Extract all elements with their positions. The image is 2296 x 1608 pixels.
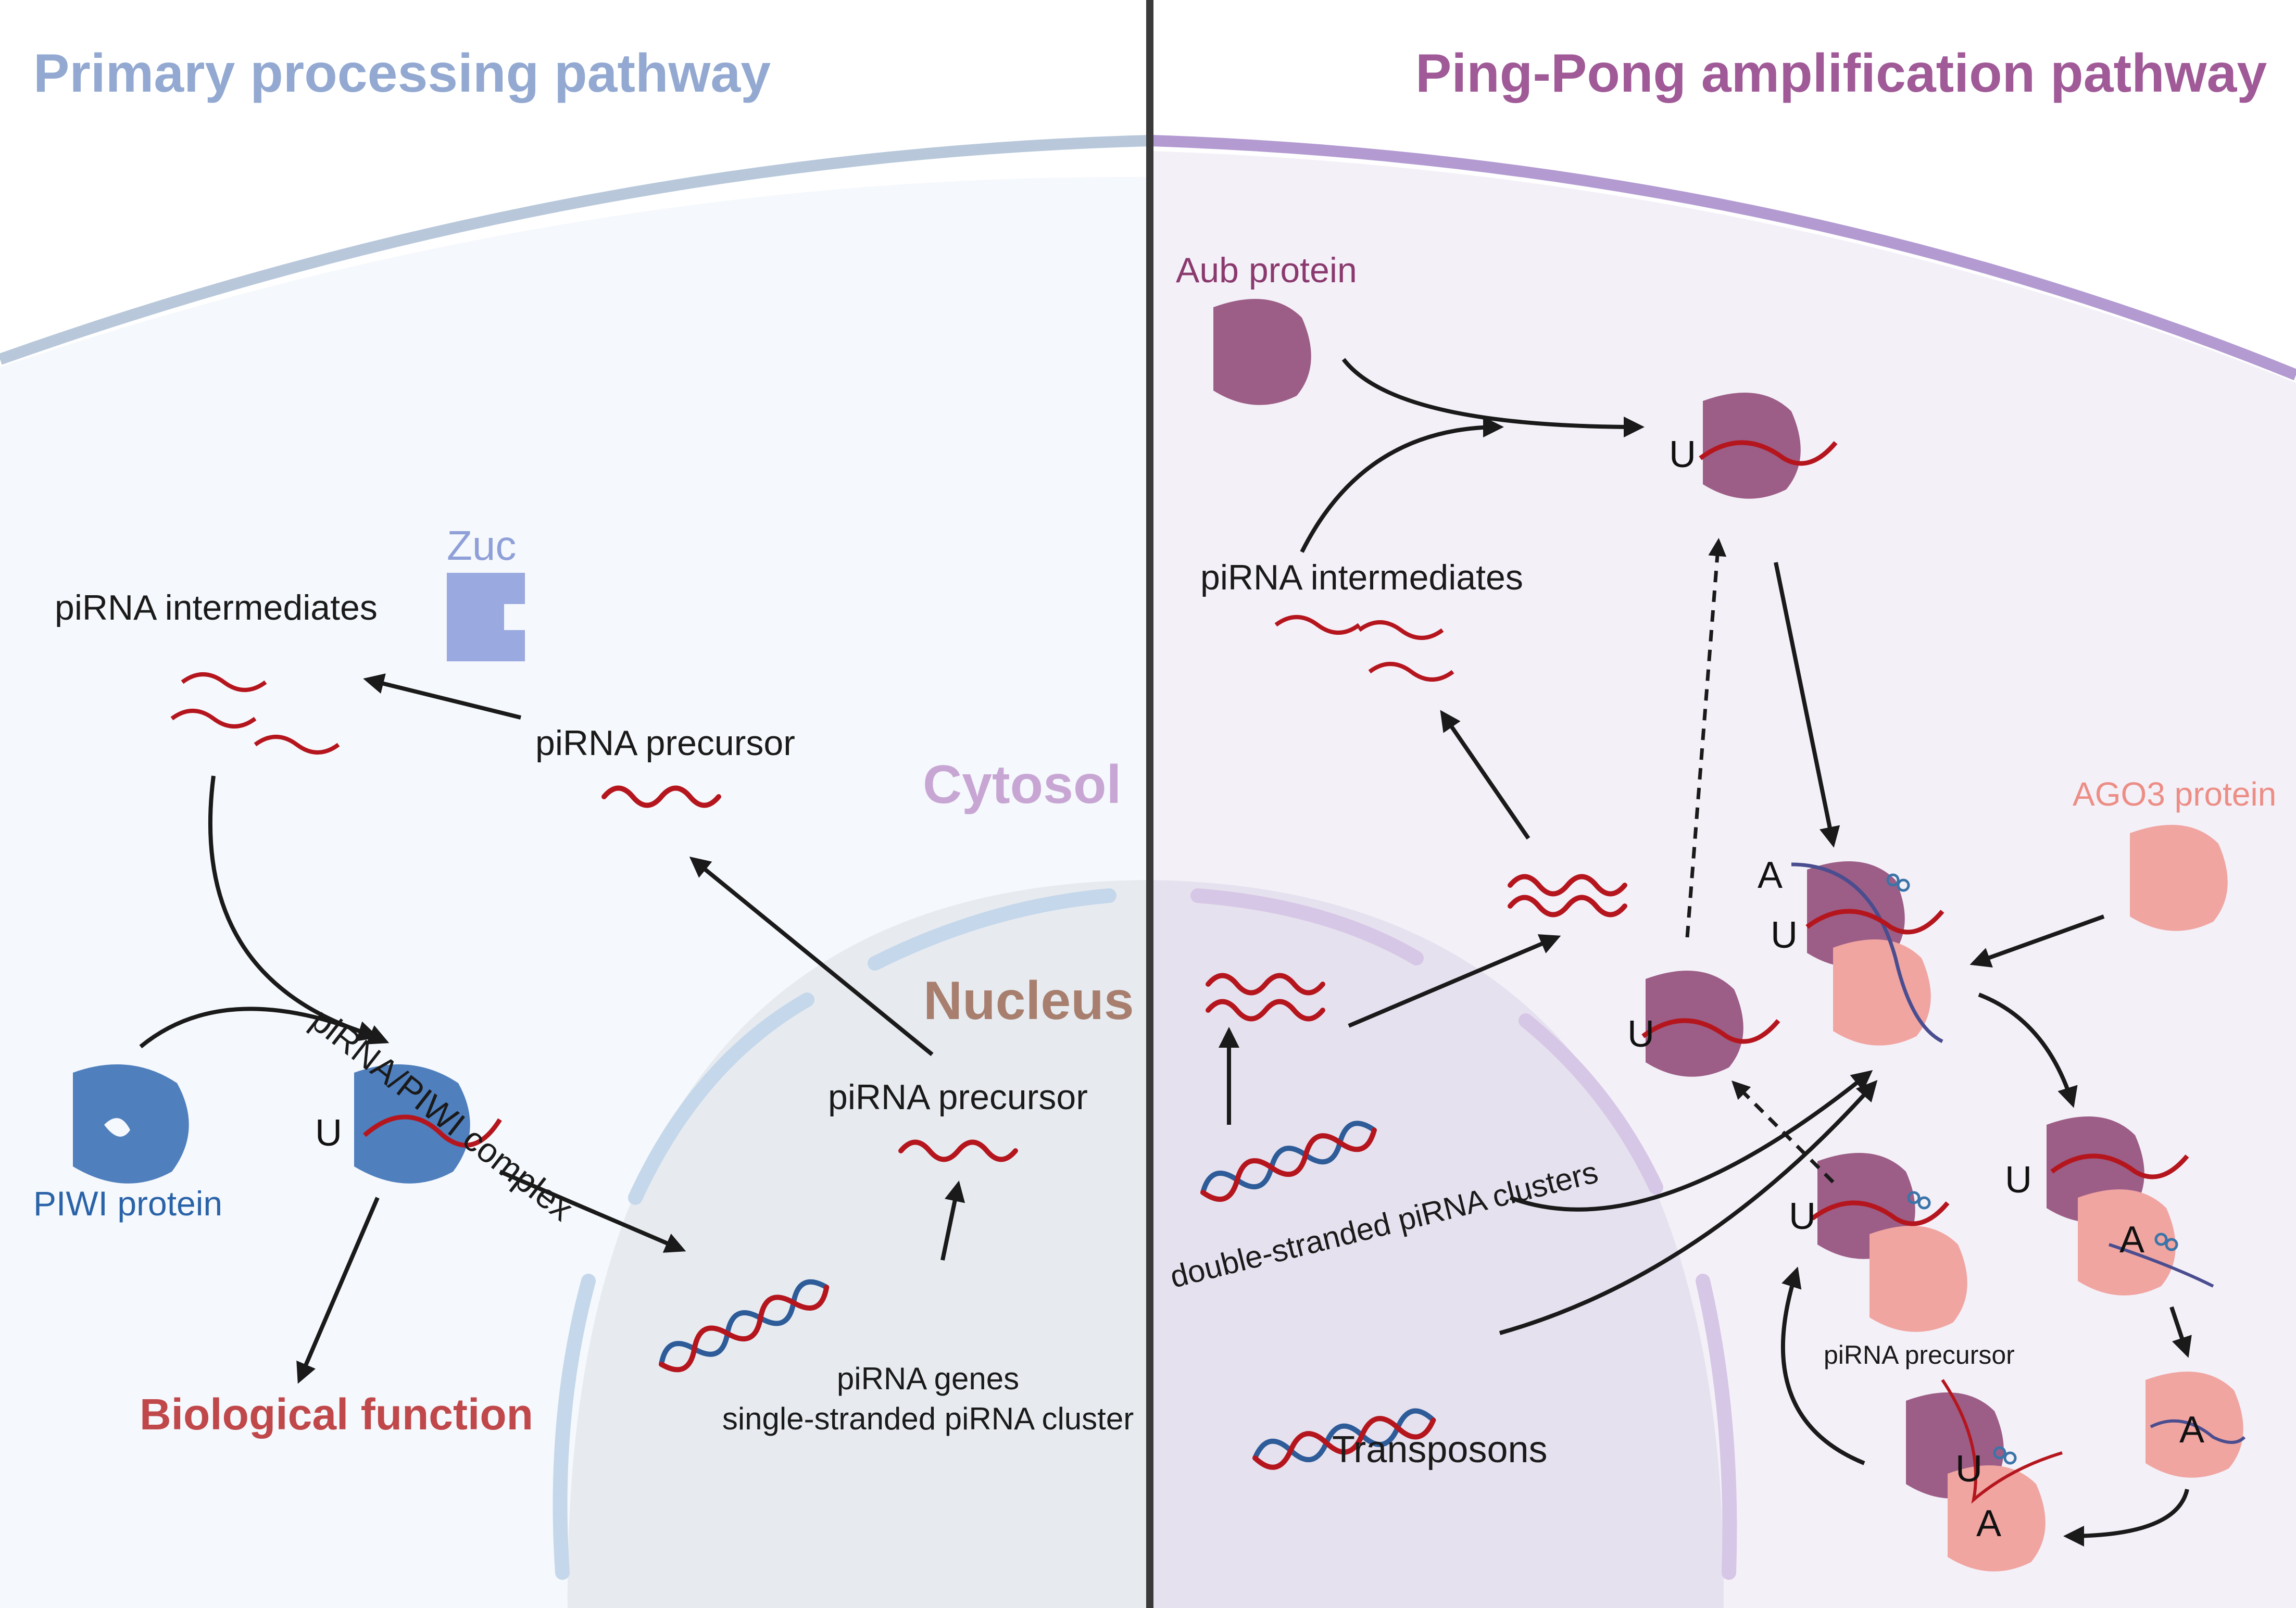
center-pirna [1805,909,1944,935]
pingpong-arrows [1219,358,2192,1547]
label-pirna-intermediates-right: piRNA intermediates [1200,558,1523,597]
bottom-ago3-icon [1948,1465,2046,1572]
nucleotide-a-center: A [1758,855,1783,896]
nucleotide-u-right: U [2005,1159,2032,1201]
label-piwi-protein: PIWI protein [33,1184,223,1223]
piwi-complex-icon [354,1064,470,1184]
aub-top-rna [1699,440,1838,466]
label-pirna-genes-line1: piRNA genes [836,1361,1020,1396]
pingpong-dashed-arrows [1685,538,1835,1184]
nucleotide-u-center: U [1771,914,1798,956]
label-biological-function: Biological function [140,1390,533,1439]
label-ago3-protein: AGO3 protein [2073,775,2277,813]
label-aub-protein: Aub protein [1176,250,1357,290]
pirna-intermediates-left-icon [170,672,340,755]
label-pirna-genes-line2: single-stranded piRNA cluster [722,1401,1134,1436]
nucleotide-u-aub-middle: U [1627,1013,1654,1055]
scissors-icon [1886,873,2178,1465]
label-pirna-genes: piRNA genes single-stranded piRNA cluste… [694,1359,1162,1439]
lower-ago3-icon [1870,1226,1967,1332]
ago3-protein-icon [2130,825,2228,931]
title-primary-pathway: Primary processing pathway [33,43,771,104]
piwi-protein-icon [73,1064,189,1184]
label-pirna-precursor-pingpong: piRNA precursor [1824,1340,2015,1370]
label-pirna-intermediates-left: piRNA intermediates [55,588,378,627]
label-cytosol: Cytosol [923,755,1122,815]
aub-protein-icon [1213,299,1311,405]
nucleotide-u-aub-top: U [1669,434,1696,475]
label-nucleus: Nucleus [923,971,1134,1031]
label-zuc: Zuc [447,522,517,569]
nucleotide-a-right: A [2119,1219,2145,1261]
center-target-rna [1791,862,1943,1044]
piwi-bound-rna [363,1114,502,1148]
nucleotide-u-piwi: U [315,1112,342,1154]
primary-arrows [139,673,965,1384]
right-ago3-icon [2078,1189,2176,1296]
nucleotide-u-bottom: U [1955,1448,1983,1490]
aub-middle-rna [1641,1018,1780,1044]
nucleotide-a-bottom: A [1976,1503,2002,1544]
nucleotide-u-lower: U [1789,1196,1816,1237]
label-transposons: Transposons [1332,1429,1548,1471]
label-pirna-precursor-nucleus: piRNA precursor [828,1077,1088,1117]
zuc-protein-icon [447,573,525,661]
label-pirna-precursor-cytosol: piRNA precursor [535,723,795,763]
pirna-intermediates-right-icon [1274,615,1454,682]
center-ago3-icon [1833,939,1931,1046]
nucleotide-a-ago3: A [2179,1409,2205,1451]
title-pingpong-pathway: Ping-Pong amplification pathway [1415,43,2267,104]
